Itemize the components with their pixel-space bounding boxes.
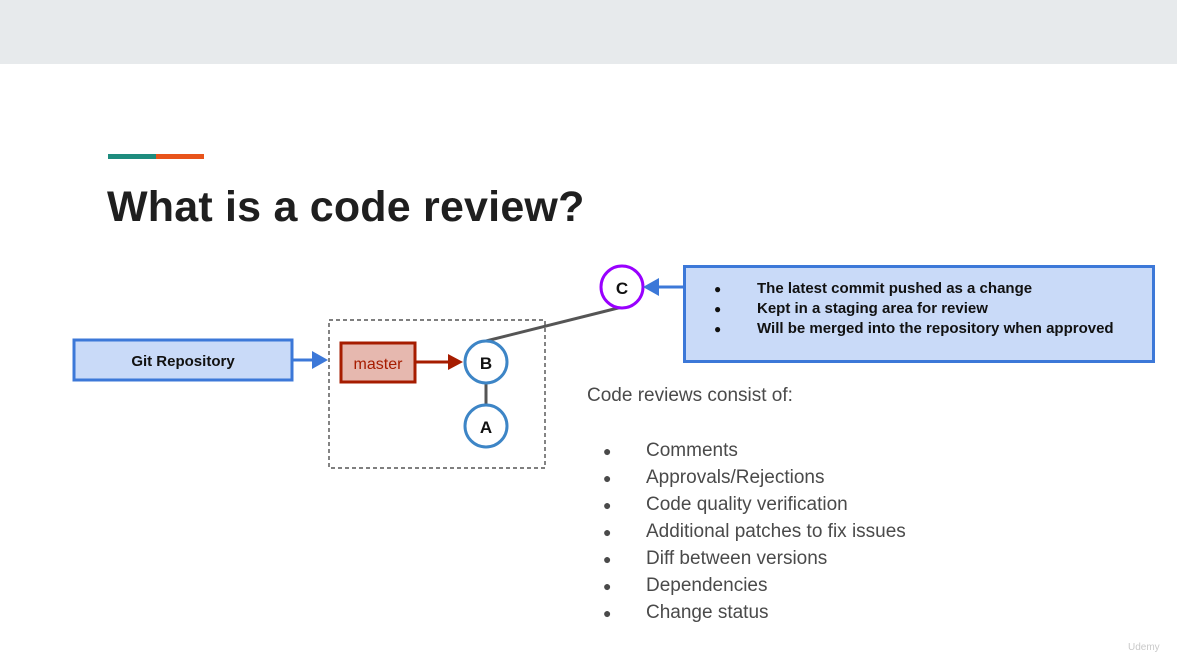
accent-orange-segment — [156, 154, 204, 159]
list-item-text: Approvals/Rejections — [646, 467, 825, 488]
bullet-icon: ● — [603, 578, 612, 594]
callout-to-c-arrowhead — [643, 278, 659, 296]
list-item: ● Code quality verification — [603, 491, 906, 518]
list-item: ● Approvals/Rejections — [603, 464, 906, 491]
bullet-icon: ● — [603, 497, 612, 513]
list-item: ● Diff between versions — [603, 545, 906, 572]
reviews-list: ● Comments ● Approvals/Rejections ● Code qu… — [603, 437, 906, 626]
callout-item: ● Kept in a staging area for review — [714, 299, 1114, 319]
top-banner — [0, 0, 1177, 64]
slide-title: What is a code review? — [107, 183, 585, 231]
reviews-heading: Code reviews consist of: — [587, 385, 793, 406]
commit-b-label: B — [480, 354, 492, 373]
udemy-watermark-logo: Udemy — [1128, 642, 1160, 653]
bullet-icon: ● — [603, 443, 612, 459]
bullet-icon: ● — [714, 282, 722, 296]
list-item: ● Dependencies — [603, 572, 906, 599]
accent-teal-segment — [108, 154, 156, 159]
list-item-text: Comments — [646, 440, 738, 461]
list-item: ● Change status — [603, 599, 906, 626]
list-item-text: Diff between versions — [646, 548, 828, 569]
commit-c-label: C — [616, 279, 628, 298]
callout-item-text: Kept in a staging area for review — [757, 300, 988, 317]
list-item-text: Additional patches to fix issues — [646, 521, 906, 542]
repository-container — [328, 319, 546, 469]
title-accent-bar — [108, 154, 204, 159]
repo-to-staging-arrowhead — [312, 351, 328, 369]
list-item-text: Change status — [646, 602, 769, 623]
callout-item-text: Will be merged into the repository when … — [757, 320, 1114, 337]
list-item: ● Comments — [603, 437, 906, 464]
commit-b-node — [463, 339, 509, 385]
commit-a-label: A — [480, 418, 492, 437]
callout-item: ● The latest commit pushed as a change — [714, 279, 1114, 299]
b-to-c-edge — [485, 305, 623, 343]
bullet-icon: ● — [603, 470, 612, 486]
change-callout-box: ● The latest commit pushed as a change ● K… — [683, 265, 1155, 363]
change-callout-list: ● The latest commit pushed as a change ● K… — [714, 279, 1114, 339]
callout-item-text: The latest commit pushed as a change — [757, 280, 1033, 297]
bullet-icon: ● — [603, 524, 612, 540]
bullet-icon: ● — [603, 551, 612, 567]
commit-a-node — [463, 403, 509, 449]
list-item: ● Additional patches to fix issues — [603, 518, 906, 545]
callout-item: ● Will be merged into the repository when… — [714, 319, 1114, 339]
bullet-icon: ● — [714, 302, 722, 316]
bullet-icon: ● — [603, 605, 612, 621]
list-item-text: Dependencies — [646, 575, 768, 596]
list-item-text: Code quality verification — [646, 494, 848, 515]
bullet-icon: ● — [714, 322, 722, 336]
master-branch-box — [339, 341, 417, 384]
master-to-b-arrowhead — [448, 354, 463, 370]
git-repository-label: Git Repository — [131, 353, 235, 370]
master-branch-label: master — [354, 356, 404, 373]
